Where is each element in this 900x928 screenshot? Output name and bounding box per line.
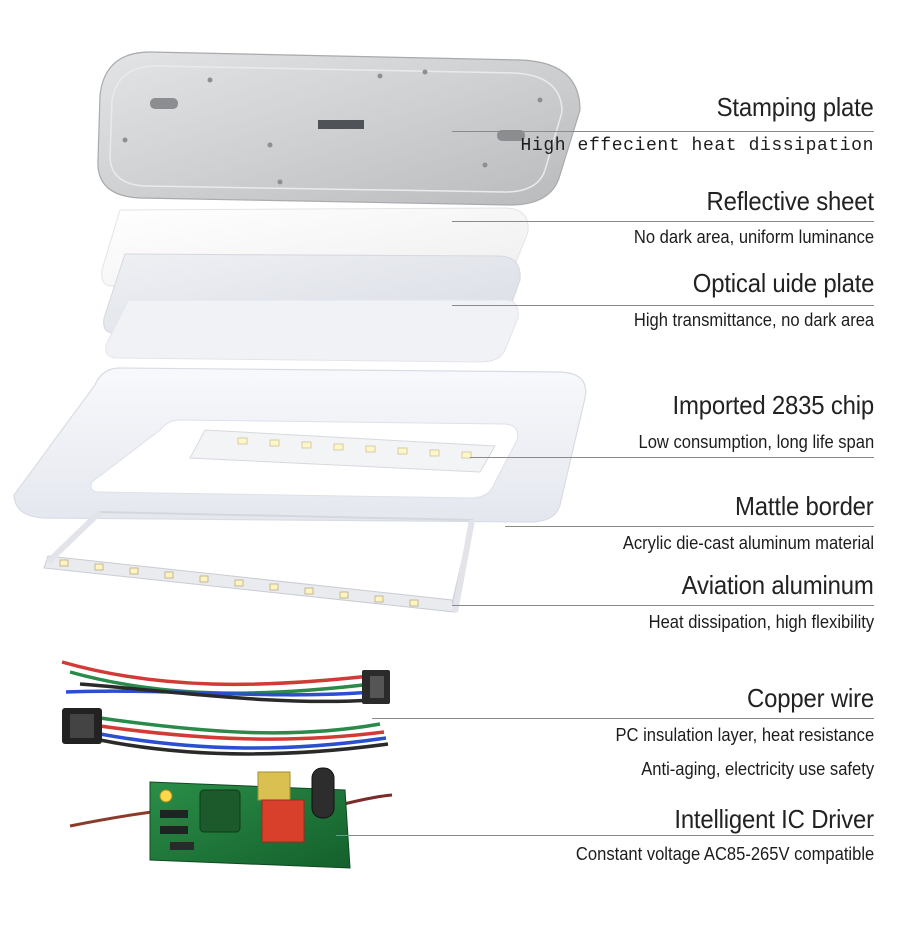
aluminum-subtitle: Heat dissipation, high flexibility bbox=[648, 612, 874, 632]
optical-plate-title: Optical uide plate bbox=[692, 268, 874, 298]
driver-title: Intelligent IC Driver bbox=[674, 804, 874, 834]
chip-title: Imported 2835 chip bbox=[672, 390, 875, 420]
copper-wire-subtitle-1: PC insulation layer, heat resistance bbox=[615, 725, 874, 745]
leader-line-chip bbox=[470, 457, 874, 458]
chip-subtitle: Low consumption, long life span bbox=[638, 432, 874, 452]
stamping-plate-title: Stamping plate bbox=[716, 92, 874, 122]
copper-wire-title: Copper wire bbox=[747, 683, 874, 713]
stamping-plate-illustration bbox=[97, 51, 581, 206]
copper-wire-illustration bbox=[61, 660, 390, 756]
optical-guide-plate-illustration bbox=[103, 253, 521, 363]
border-title: Mattle border bbox=[735, 491, 874, 521]
aluminum-led-board-illustration bbox=[43, 509, 475, 613]
leader-line-optical bbox=[452, 305, 874, 306]
border-subtitle: Acrylic die-cast aluminum material bbox=[622, 533, 874, 553]
ic-driver-illustration bbox=[69, 767, 393, 869]
reflective-sheet-subtitle: No dark area, uniform luminance bbox=[633, 227, 874, 247]
leader-line-reflective bbox=[452, 221, 874, 222]
stamping-plate-subtitle: High effecient heat dissipation bbox=[520, 136, 874, 156]
leader-line-stamping bbox=[452, 131, 874, 132]
reflective-sheet-title: Reflective sheet bbox=[706, 186, 874, 216]
driver-subtitle: Constant voltage AC85-265V compatible bbox=[575, 844, 874, 864]
aluminum-title: Aviation aluminum bbox=[682, 570, 874, 600]
leader-line-border bbox=[505, 526, 874, 527]
copper-wire-subtitle-2: Anti-aging, electricity use safety bbox=[641, 759, 874, 779]
leader-line-aluminum bbox=[452, 605, 874, 606]
optical-plate-subtitle: High transmittance, no dark area bbox=[633, 310, 874, 330]
leader-line-copper bbox=[372, 718, 874, 719]
leader-line-driver bbox=[336, 835, 874, 836]
led-strip-illustration bbox=[189, 429, 496, 473]
